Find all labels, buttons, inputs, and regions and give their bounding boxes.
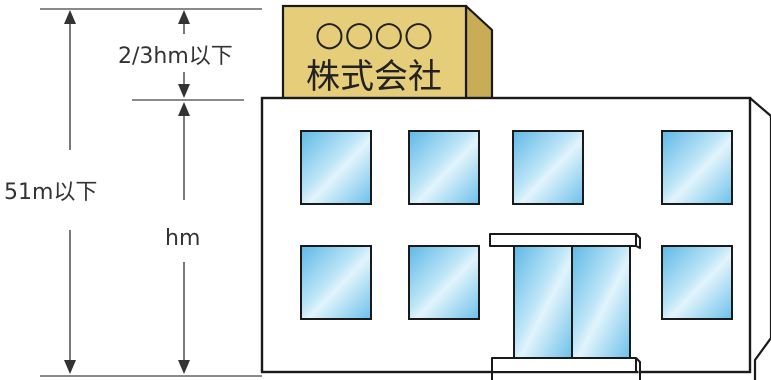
window [661,130,733,205]
window [408,245,480,320]
lower-windows [300,245,733,320]
door-left [513,245,573,359]
total-height-label: 51m以下 [4,180,97,205]
arrow-up-icon [64,10,76,24]
upper-windows [300,130,733,205]
building-height-label: hm [165,226,200,251]
office-building [260,96,771,380]
arrow-up-icon [178,102,190,116]
window [408,130,480,205]
sign-front-face [281,4,468,102]
arrow-up-icon [178,10,190,24]
window [661,245,733,320]
dimension-guides [40,8,262,377]
arrow-down-icon [178,84,190,98]
total-height-dimension [64,10,76,374]
window [512,130,584,205]
arrow-down-icon [178,360,190,374]
building-height-dimension [178,102,190,374]
sign-company-type: 株式会社 [306,57,442,97]
rooftop-sign: ○○○○ 株式会社 [281,4,494,102]
entrance-canopy [489,233,641,249]
sign-side-face [464,4,494,102]
sign-height-dimension [178,10,190,98]
entrance-step [491,357,641,380]
sign-height-label: 2/3hm以下 [118,44,233,69]
building-side-wall [749,97,771,380]
entrance-doors [513,245,631,359]
sign-company-placeholder: ○○○○ [315,14,434,54]
door-right [571,245,631,359]
window [300,130,372,205]
window [300,245,372,320]
arrow-down-icon [64,360,76,374]
